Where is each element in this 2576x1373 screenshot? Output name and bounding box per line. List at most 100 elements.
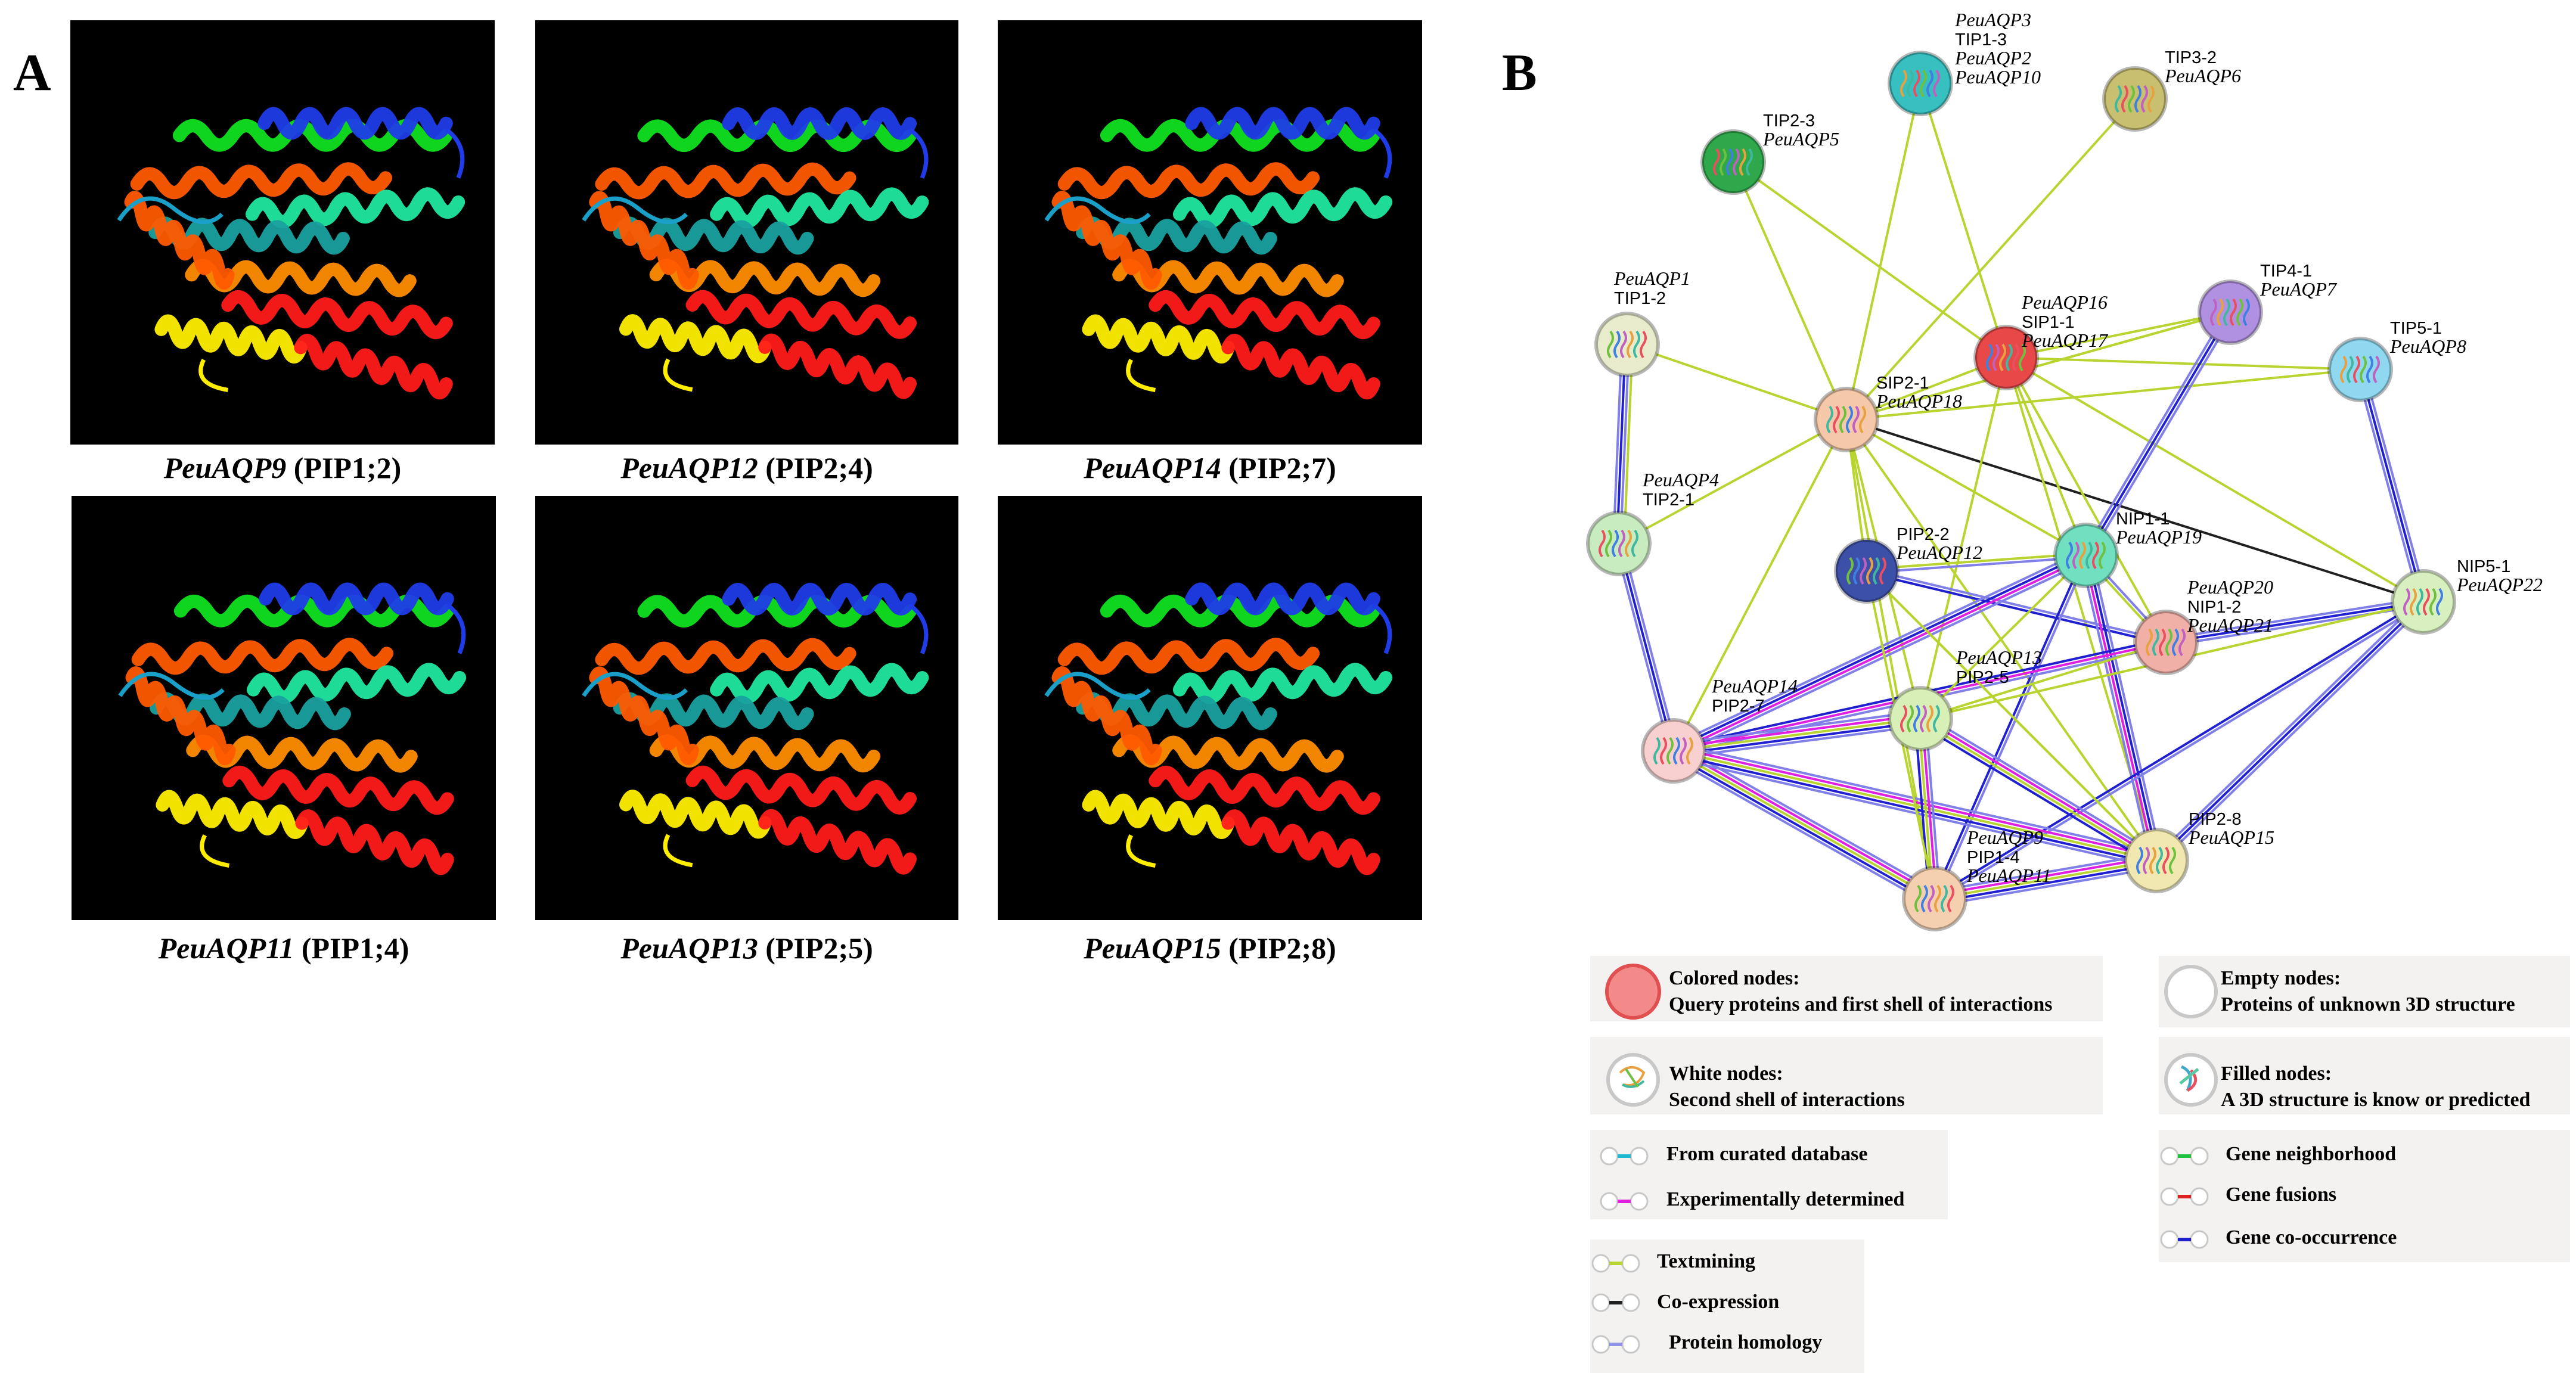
node-glyph-tip12 — [1633, 330, 1640, 359]
node-glyph-tip41 — [2236, 298, 2243, 327]
edge-tip41-nip11-homology — [2082, 309, 2229, 554]
node-label-sip21: PeuAQP18 — [1876, 390, 1962, 412]
node-label-tip13: PeuAQP3 — [1954, 9, 2031, 30]
node-glyph-tip21 — [1605, 529, 1612, 558]
edge-nip11-pip28-homology — [2090, 554, 2163, 860]
node-glyph-sip21 — [1839, 405, 1846, 434]
node-glyph-nip11 — [2085, 541, 2093, 570]
node-circle-tip12 — [1594, 312, 1660, 377]
panel-b-label: B — [1502, 44, 1537, 102]
node-glyph-sip11 — [1999, 343, 2006, 372]
node-label-tip12: TIP1-2 — [1614, 289, 1666, 308]
node-label-pip28: PeuAQP15 — [2188, 827, 2274, 848]
node-glyph-nip51 — [2410, 588, 2417, 616]
legend-textmining: Textmining — [1657, 1250, 1756, 1272]
edge-nip51-pip28-homology — [2153, 598, 2422, 859]
node-circle-tip51 — [2327, 337, 2393, 402]
node-circle-tip41 — [2198, 279, 2263, 345]
node-glyph-tip23 — [1720, 148, 1727, 176]
node-glyph-tip21 — [1625, 529, 1632, 558]
node-glyph-tip23 — [1713, 148, 1720, 176]
edge-pip25-pip28-textmining — [1919, 719, 2156, 863]
edge-sip21-tip21-textmining — [1618, 418, 1847, 545]
structure-image-2 — [535, 20, 958, 445]
node-label-nip51: NIP5-1 — [2457, 557, 2510, 576]
node-glyph-nip12 — [2146, 628, 2153, 657]
node-glyph-nip11 — [2092, 541, 2099, 570]
node-label-tip23: PeuAQP5 — [1762, 128, 1839, 150]
edge-nip12-nip51-cooccurrence — [2165, 601, 2424, 644]
node-glyph-pip27 — [1653, 737, 1661, 765]
legend-homology: Protein homology — [1669, 1331, 1823, 1353]
edge-pip14-pip28-homology — [1933, 852, 2156, 893]
edge-pip27-pip25-cooccurrence — [1674, 720, 1922, 756]
edge-nip12-nip51-homology — [2165, 597, 2423, 641]
structure-caption-5: PeuAQP13 (PIP2;5) — [620, 931, 873, 965]
legend-fusions: Gene fusions — [2226, 1183, 2337, 1206]
node-label-pip22: PIP2-2 — [1897, 525, 1950, 544]
edge-pip25-pip28-cooccurrence — [1917, 722, 2155, 866]
node-label-pip25: PIP2-5 — [1956, 668, 2009, 687]
node-label-tip41: TIP4-1 — [2260, 262, 2312, 281]
edge-sip21-nip51-coexpression — [1846, 418, 2424, 603]
node-label-nip12: NIP1-2 — [2187, 598, 2241, 617]
structure-image-5 — [535, 496, 958, 920]
node-glyph-pip27 — [1686, 737, 1693, 765]
node-glyph-sip21 — [1833, 405, 1840, 434]
node-label-nip12: PeuAQP21 — [2187, 614, 2273, 636]
node-glyph-pip28 — [2169, 846, 2176, 875]
node-glyph-pip14 — [1941, 884, 1948, 913]
edge-pip25-pip28-homology — [1922, 713, 2160, 858]
edge-nip11-pip28-cooccurrence — [2086, 554, 2159, 861]
node-glyph-pip25 — [1913, 704, 1920, 733]
edge-tip32-sip21-textmining — [1845, 98, 2136, 421]
node-label-tip23: TIP2-3 — [1763, 111, 1815, 131]
node-circle-nip12 — [2133, 610, 2199, 675]
structure-caption-4: PeuAQP11 (PIP1;4) — [158, 931, 409, 965]
node-label-sip21: SIP2-1 — [1876, 374, 1929, 393]
legend-empty-text: Empty nodes:Proteins of unknown 3D struc… — [2221, 967, 2515, 1015]
edge-sip21-pip27-textmining — [1672, 419, 1848, 751]
legend-cooccurrence: Gene co-occurrence — [2226, 1226, 2397, 1248]
node-glyph-tip21 — [1612, 529, 1619, 558]
node-glyph-nip51 — [2403, 588, 2410, 616]
node-glyph-tip51 — [2340, 355, 2347, 384]
node-glyph-tip41 — [2230, 298, 2237, 327]
edge-pip27-pip28-homology — [1675, 743, 2159, 855]
edge-pip14-pip28-homology — [1935, 866, 2158, 907]
panel-a-label: A — [13, 44, 51, 102]
node-glyph-tip13 — [1933, 69, 1940, 98]
node-glyph-tip12 — [1627, 330, 1634, 359]
edge-tip23-sip21-textmining — [1732, 161, 1848, 420]
node-glyph-pip27 — [1680, 737, 1687, 765]
node-glyph-nip11 — [2079, 541, 2086, 570]
structure-image-3 — [998, 20, 1422, 445]
structure-caption-2: PeuAQP12 (PIP2;4) — [620, 451, 873, 484]
edge-pip27-pip14-experimental — [1674, 747, 1937, 897]
node-glyph-tip21 — [1631, 529, 1638, 558]
node-glyph-nip12 — [2159, 628, 2166, 657]
node-glyph-tip13 — [1926, 69, 1933, 98]
node-label-pip14: PIP1-4 — [1967, 848, 2020, 867]
node-glyph-nip11 — [2066, 541, 2073, 570]
node-glyph-nip12 — [2152, 628, 2159, 657]
edge-tip23-sip11-textmining — [1732, 161, 2007, 359]
legend-curated: From curated database — [1666, 1143, 1868, 1165]
structure-caption-1: PeuAQP9 (PIP1;2) — [163, 451, 402, 484]
node-label-pip28: PIP2-8 — [2189, 810, 2242, 829]
node-label-tip51: TIP5-1 — [2390, 319, 2442, 338]
edge-tip13-sip11-textmining — [1919, 83, 2007, 358]
edge-pip27-pip14-homology — [1669, 756, 1932, 906]
edge-nip51-pip14-homology — [1935, 602, 2425, 902]
edge-tip12-tip21-cooccurrence — [1616, 344, 1627, 543]
node-label-tip13: PeuAQP10 — [1954, 66, 2041, 88]
node-label-nip11: PeuAQP19 — [2115, 526, 2202, 548]
edge-tip51-nip51-homology — [2362, 368, 2428, 601]
node-label-tip21: PeuAQP4 — [1642, 469, 1719, 490]
edge-pip14-pip28-cooccurrence — [1935, 862, 2158, 903]
